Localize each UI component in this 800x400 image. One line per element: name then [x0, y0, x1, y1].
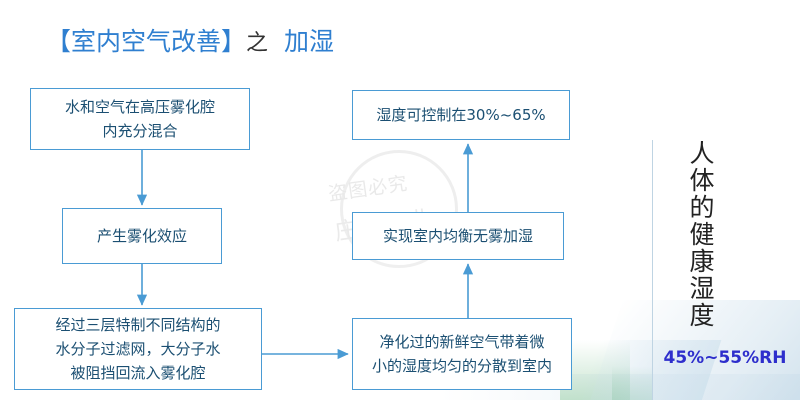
flow-node-humidity-range: 湿度可控制在30%~65%: [352, 90, 570, 140]
title-main: 室内空气改善: [71, 27, 222, 56]
right-panel-divider: [652, 140, 653, 400]
watermark-line-1: 盗图必究: [327, 172, 410, 206]
flow-node-humidity-label: 湿度可控制在30%~65%: [376, 106, 546, 124]
flow-node-even-humidification: 实现室内均衡无雾加湿: [352, 212, 564, 260]
flow-node-mix-label: 水和空气在高压雾化腔 内充分混合: [64, 98, 215, 140]
flow-node-mix: 水和空气在高压雾化腔 内充分混合: [30, 88, 250, 150]
title-bracket-close: 】: [221, 27, 247, 56]
flow-node-fog-label: 产生雾化效应: [96, 227, 187, 245]
right-panel-vertical-title: 人体的健康湿度: [686, 140, 715, 329]
title-bracket-open: 【: [46, 27, 72, 56]
title-connector: 之: [246, 31, 269, 56]
right-panel-value: 45%~55%RH: [663, 348, 787, 368]
flow-node-even-label: 实现室内均衡无雾加湿: [382, 227, 533, 245]
flow-node-fog: 产生雾化效应: [62, 208, 222, 264]
flow-node-filter: 经过三层特制不同结构的 水分子过滤网，大分子水 被阻挡回流入雾化腔: [14, 308, 262, 390]
flow-node-spread: 净化过的新鲜空气带着微 小的湿度均匀的分散到室内: [352, 318, 572, 390]
title-subject: 加湿: [283, 27, 334, 56]
flow-node-filter-label: 经过三层特制不同结构的 水分子过滤网，大分子水 被阻挡回流入雾化腔: [55, 316, 221, 382]
page-title: 【室内空气改善】之 加湿: [46, 26, 334, 60]
flow-node-spread-label: 净化过的新鲜空气带着微 小的湿度均匀的分散到室内: [371, 333, 552, 375]
background-green-shape-small: [612, 366, 652, 400]
